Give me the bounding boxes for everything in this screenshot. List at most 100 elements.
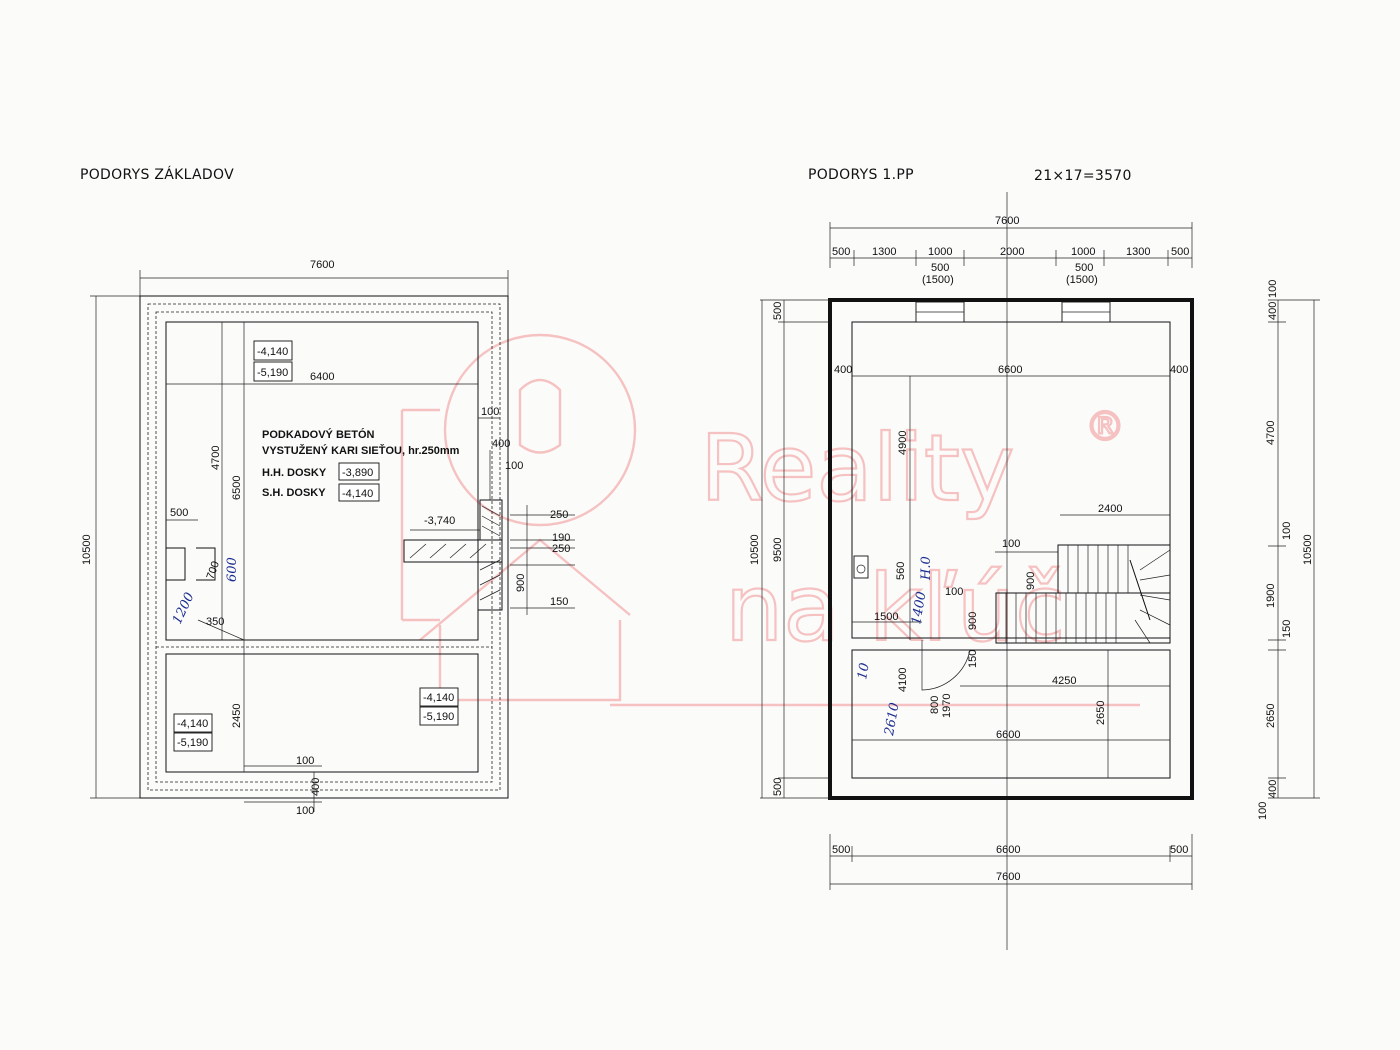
dim-detail-900: 900 [515, 574, 527, 592]
dim-left-middle: 9500 [772, 538, 784, 562]
dim-inner-1500: 1500 [874, 611, 898, 623]
dim-inner-150: 150 [967, 650, 979, 668]
foundation-cell-lower [165, 653, 479, 773]
dim-upper-height: 4700 [210, 446, 222, 470]
dim-door-800: 800 [929, 696, 941, 714]
dim-right-100b: 100 [505, 460, 523, 472]
note-sh-label: S.H. DOSKY [262, 487, 326, 499]
basement-plan: PODORYS 1.PP 21×17=3570 7600 500 1300 10… [749, 167, 1320, 950]
dim-door-left: 500 [170, 507, 188, 519]
dim-gap-bottom-inner: 100 [296, 755, 314, 767]
dim-stair-2400: 2400 [1098, 503, 1122, 515]
dim-detail-level: -3,740 [424, 515, 455, 527]
staircase: 2400 [995, 503, 1171, 644]
level-box-right-b [419, 706, 459, 726]
dim-inner-100-a: 100 [1002, 538, 1020, 550]
level-value: -4,140 [257, 346, 288, 358]
basement-outer-wall [828, 298, 1194, 800]
level-value: -5,190 [257, 367, 288, 379]
dim-lower-height: 2450 [231, 704, 243, 728]
door-swing [921, 640, 971, 691]
dim-inner-2650: 2650 [1095, 701, 1107, 725]
level-box-left-a [173, 713, 213, 733]
dim-right-400: 400 [492, 438, 510, 450]
watermark-word-nakluc: na kľúč [725, 555, 1066, 662]
level-value: -5,190 [423, 711, 454, 723]
watermark: Reality na kľúč ® [400, 333, 1140, 707]
dim-right-total: 10500 [1302, 534, 1314, 565]
dim-right-400-bot: 400 [1267, 780, 1279, 798]
dim-door-1970: 1970 [941, 694, 953, 718]
note-hh-label: H.H. DOSKY [262, 467, 327, 479]
dim-tall-height: 6500 [231, 476, 243, 500]
dim-detail-190: 190 [552, 532, 570, 544]
dim-window-a-sub: (1500) [922, 274, 954, 286]
dim-top-chain-4: 1000 [1071, 246, 1095, 258]
dim-inner-100-b: 100 [945, 586, 963, 598]
dim-wall-bottom: 400 [310, 778, 322, 796]
watermark-key-icon [518, 378, 562, 454]
handwritten-10: 10 [855, 662, 873, 681]
dim-top-chain-2: 1000 [928, 246, 952, 258]
handwritten-1200: 1200 [170, 590, 198, 626]
dim-top-chain-6: 500 [1171, 246, 1189, 258]
dim-top-total: 7600 [995, 215, 1019, 227]
dim-total-width: 7600 [310, 259, 334, 271]
dim-right-2650: 2650 [1265, 704, 1277, 728]
dim-gap-bottom-outer: 100 [296, 805, 314, 817]
dim-inner-4100: 4100 [897, 668, 909, 692]
dim-inner-400-left: 400 [834, 364, 852, 376]
note-sh-value: -4,140 [342, 488, 373, 500]
note-line2: VYSTUŽENÝ KARI SIEŤOU, hr.250mm [262, 444, 460, 457]
handwritten-600: 600 [225, 557, 240, 582]
dim-right-100-bot: 100 [1257, 802, 1269, 820]
handwritten-mark: H.0 [919, 556, 934, 581]
dim-inner-560: 560 [895, 562, 907, 580]
watermark-house-icon [419, 538, 631, 702]
level-box-right-a [419, 687, 459, 707]
dim-window-b-sub: (1500) [1066, 274, 1098, 286]
note-hh-value: -3,890 [342, 467, 373, 479]
dim-left-top: 500 [772, 302, 784, 320]
dim-top-chain-3: 2000 [1000, 246, 1024, 258]
dim-window-a: 500 [931, 262, 949, 274]
dim-opening-small: 700 [205, 560, 223, 581]
dim-detail-150: 150 [550, 596, 568, 608]
dim-total-height: 10500 [81, 534, 93, 565]
dim-offset-350: 350 [206, 616, 224, 628]
watermark-word-reality: Reality [700, 415, 1014, 522]
handwritten-1400: 1400 [909, 590, 930, 625]
dim-right-100-top: 100 [1267, 280, 1279, 298]
dim-inner-4250: 4250 [1052, 675, 1076, 687]
dim-left-bottom: 500 [772, 778, 784, 796]
dim-inner-width: 6400 [310, 371, 334, 383]
level-value: -4,140 [423, 692, 454, 704]
level-box-top-a [253, 340, 293, 361]
dim-top-chain-0: 500 [832, 246, 850, 258]
level-box-left-b [173, 732, 213, 752]
dim-right-150: 150 [1281, 620, 1293, 638]
level-value: -4,140 [177, 718, 208, 730]
dim-inner-6600-top: 6600 [998, 364, 1022, 376]
dim-top-chain-5: 1300 [1126, 246, 1150, 258]
dim-detail-250b: 250 [552, 543, 570, 555]
watermark-bulb-icon [443, 333, 637, 527]
basement-plan-title: PODORYS 1.PP [808, 167, 914, 183]
dim-bottom-total: 7600 [996, 871, 1020, 883]
dim-inner-400-right: 400 [1170, 364, 1188, 376]
watermark-bracket-left [400, 408, 440, 622]
foundation-outline [139, 295, 509, 799]
foundation-plan-title: PODORYS ZÁKLADOV [80, 166, 234, 183]
dim-inner-900-a: 900 [1025, 572, 1037, 590]
dim-inner-6600-bottom: 6600 [996, 729, 1020, 741]
dim-top-chain-1: 1300 [872, 246, 896, 258]
level-box-top-b [253, 361, 293, 382]
dim-right-400-top: 400 [1267, 302, 1279, 320]
toilet-icon [853, 555, 869, 579]
dim-right-100-mid: 100 [1281, 522, 1293, 540]
dim-right-4700: 4700 [1265, 421, 1277, 445]
dim-right-100a: 100 [481, 406, 499, 418]
dim-bottom-chain-1: 6600 [996, 844, 1020, 856]
